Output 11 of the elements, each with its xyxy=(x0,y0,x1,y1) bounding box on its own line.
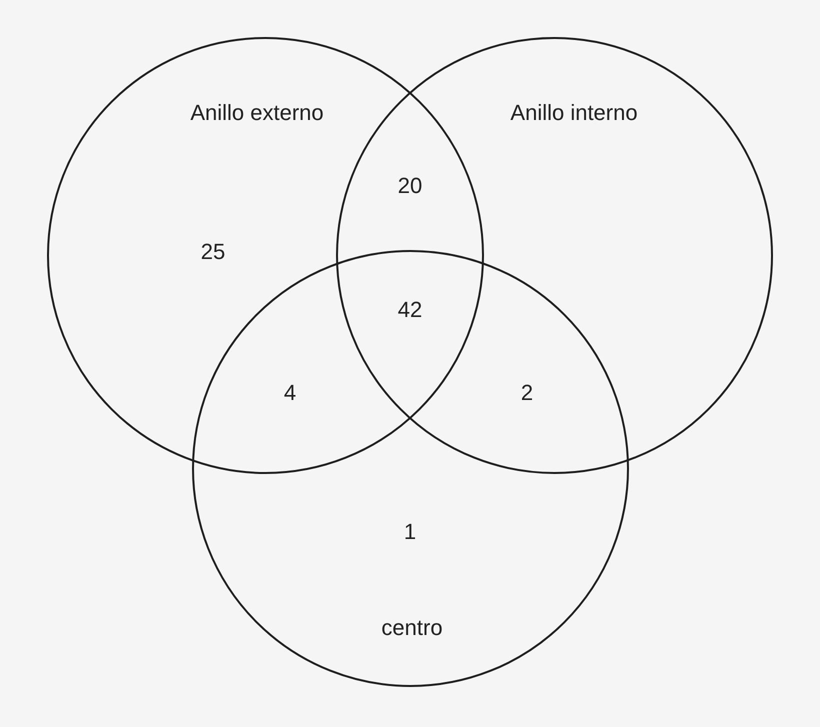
set-circle xyxy=(336,37,773,474)
set-label: Anillo externo xyxy=(190,100,324,126)
region-count: 1 xyxy=(404,519,416,545)
region-count: 2 xyxy=(520,380,534,406)
region-count: 25 xyxy=(200,239,226,265)
region-count: 42 xyxy=(398,297,422,323)
set-label: centro xyxy=(381,615,443,641)
set-label: Anillo interno xyxy=(510,100,638,126)
set-circle xyxy=(47,37,484,474)
region-count: 20 xyxy=(398,173,422,199)
region-count: 4 xyxy=(284,380,296,406)
